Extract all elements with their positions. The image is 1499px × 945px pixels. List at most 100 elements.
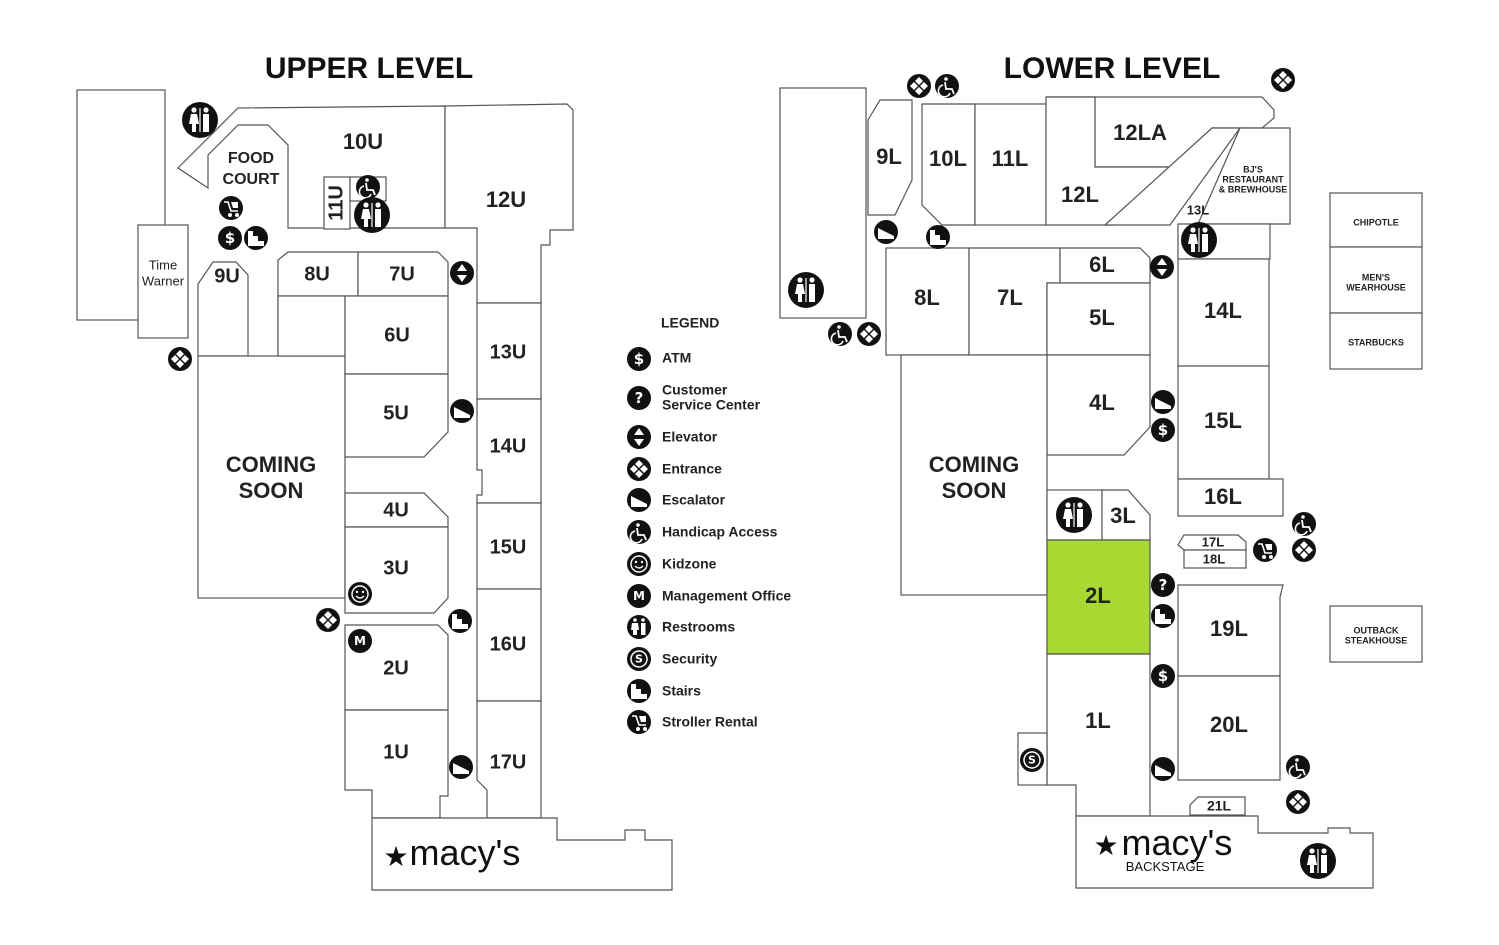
handicap-icon[interactable]: [827, 321, 853, 347]
unit-6u[interactable]: 6U: [384, 324, 410, 346]
escalator-icon[interactable]: [1151, 757, 1175, 781]
unit-7u-box[interactable]: [357, 251, 449, 297]
bjs-restaurant-box[interactable]: [1197, 127, 1291, 225]
unit-8l-box[interactable]: [885, 247, 970, 356]
unit-20l[interactable]: 20L: [1210, 712, 1248, 737]
entrance-icon[interactable]: [1292, 538, 1316, 562]
unit-21l-box[interactable]: [1189, 796, 1246, 816]
unit-11l[interactable]: 11L: [992, 146, 1029, 171]
restrooms-icon[interactable]: [1055, 496, 1093, 534]
unit-15l[interactable]: 15L: [1204, 408, 1242, 433]
entrance-icon[interactable]: [1286, 790, 1310, 814]
unit-18l[interactable]: 18L: [1203, 551, 1225, 566]
unit-1u[interactable]: 1U: [383, 741, 409, 763]
unit-8l[interactable]: 8L: [914, 285, 940, 310]
time-warner-store[interactable]: [137, 224, 189, 339]
unit-15u[interactable]: 15U: [490, 536, 527, 558]
unit-9u[interactable]: 9U: [214, 265, 240, 287]
macys-upper-box[interactable]: [371, 817, 673, 891]
unit-12l[interactable]: 12L: [1061, 182, 1099, 207]
coming-soon-upper[interactable]: [197, 355, 346, 599]
security-icon[interactable]: [1019, 747, 1045, 773]
restrooms-icon[interactable]: [1299, 842, 1337, 880]
unit-7l[interactable]: 7L: [997, 285, 1023, 310]
unit-7u[interactable]: 7U: [389, 263, 415, 285]
entrance-icon[interactable]: [1271, 68, 1295, 92]
entrance-icon[interactable]: [857, 322, 881, 346]
unit-12la[interactable]: 12LA: [1113, 120, 1167, 145]
unit-10l[interactable]: 10L: [929, 146, 967, 171]
unit-20l-box[interactable]: [1177, 675, 1281, 781]
customer-service-icon[interactable]: [1151, 573, 1175, 597]
unit-16l[interactable]: 16L: [1204, 484, 1242, 509]
unit-12u[interactable]: 12U: [486, 187, 526, 212]
entrance-icon[interactable]: [316, 608, 340, 632]
unit-11u[interactable]: 11U: [325, 185, 347, 221]
unit-21l[interactable]: 21L: [1207, 798, 1232, 814]
atm-icon[interactable]: [218, 226, 242, 250]
macys-backstage-box[interactable]: [1075, 815, 1374, 889]
unit-3u[interactable]: 3U: [383, 557, 409, 579]
unit-2u[interactable]: 2U: [383, 657, 409, 679]
stairs-icon[interactable]: [244, 226, 268, 250]
unit-3l[interactable]: 3L: [1110, 503, 1136, 528]
unit-14u-box[interactable]: [476, 398, 542, 504]
unit-5u-box[interactable]: [344, 373, 449, 458]
unit-17l[interactable]: 17L: [1202, 534, 1224, 549]
unit-3l-box[interactable]: [1101, 489, 1151, 541]
unit-5u[interactable]: 5U: [383, 402, 409, 424]
elevator-icon[interactable]: [1150, 255, 1174, 279]
escalator-icon[interactable]: [449, 755, 473, 779]
unit-11u-box[interactable]: [323, 176, 351, 230]
unit-1u-box[interactable]: [344, 709, 449, 819]
elevator-icon[interactable]: [450, 261, 474, 285]
unit-4u[interactable]: 4U: [383, 499, 409, 521]
starbucks-box[interactable]: [1329, 312, 1423, 370]
entrance-icon[interactable]: [907, 74, 931, 98]
restrooms-icon[interactable]: [1180, 221, 1218, 259]
handicap-icon[interactable]: [934, 73, 960, 99]
management-office-icon[interactable]: [348, 629, 372, 653]
entrance-icon[interactable]: [168, 347, 192, 371]
handicap-icon[interactable]: [355, 174, 381, 200]
outback-box[interactable]: [1329, 605, 1423, 663]
unit-6u-box[interactable]: [344, 295, 449, 375]
unit-4l[interactable]: 4L: [1089, 390, 1115, 415]
coming-soon-lower[interactable]: [900, 354, 1048, 596]
stroller-icon[interactable]: [218, 195, 244, 221]
unit-6l[interactable]: 6L: [1089, 252, 1115, 277]
stairs-icon[interactable]: [926, 225, 950, 249]
stroller-icon[interactable]: [1252, 537, 1278, 563]
unit-8u[interactable]: 8U: [304, 263, 330, 285]
unit-15u-box[interactable]: [476, 502, 542, 590]
unit-13l[interactable]: 13L: [1187, 202, 1209, 217]
unit-4u-box[interactable]: [344, 492, 449, 528]
unit-14l[interactable]: 14L: [1204, 298, 1242, 323]
unit-1l[interactable]: 1L: [1085, 708, 1111, 733]
handicap-icon[interactable]: [1291, 511, 1317, 537]
kidzone-icon[interactable]: [347, 581, 373, 607]
chipotle-box[interactable]: [1329, 192, 1423, 248]
atm-icon[interactable]: [1151, 418, 1175, 442]
unit-13u[interactable]: 13U: [490, 341, 527, 363]
restrooms-icon[interactable]: [353, 196, 391, 234]
food-court-area[interactable]: [177, 105, 446, 229]
unit-14l-box[interactable]: [1177, 258, 1270, 367]
unit-14u[interactable]: 14U: [490, 435, 527, 457]
escalator-icon[interactable]: [450, 399, 474, 423]
unit-13u-box[interactable]: [476, 302, 542, 400]
unit-16l-box[interactable]: [1177, 478, 1284, 517]
unit-10u[interactable]: 10U: [343, 129, 383, 154]
unit-19l[interactable]: 19L: [1210, 616, 1248, 641]
restrooms-icon[interactable]: [181, 101, 219, 139]
unit-9l-box[interactable]: [867, 99, 913, 216]
unit-1l-box[interactable]: [1046, 653, 1151, 817]
unit-17u[interactable]: 17U: [490, 751, 527, 773]
stairs-icon[interactable]: [1151, 604, 1175, 628]
handicap-icon[interactable]: [1285, 754, 1311, 780]
unit-18l-box[interactable]: [1183, 549, 1247, 569]
unit-12u-box[interactable]: [444, 103, 574, 304]
unit-2l[interactable]: 2L: [1085, 583, 1111, 608]
atm-icon[interactable]: [1151, 664, 1175, 688]
unit-5l[interactable]: 5L: [1089, 305, 1115, 330]
